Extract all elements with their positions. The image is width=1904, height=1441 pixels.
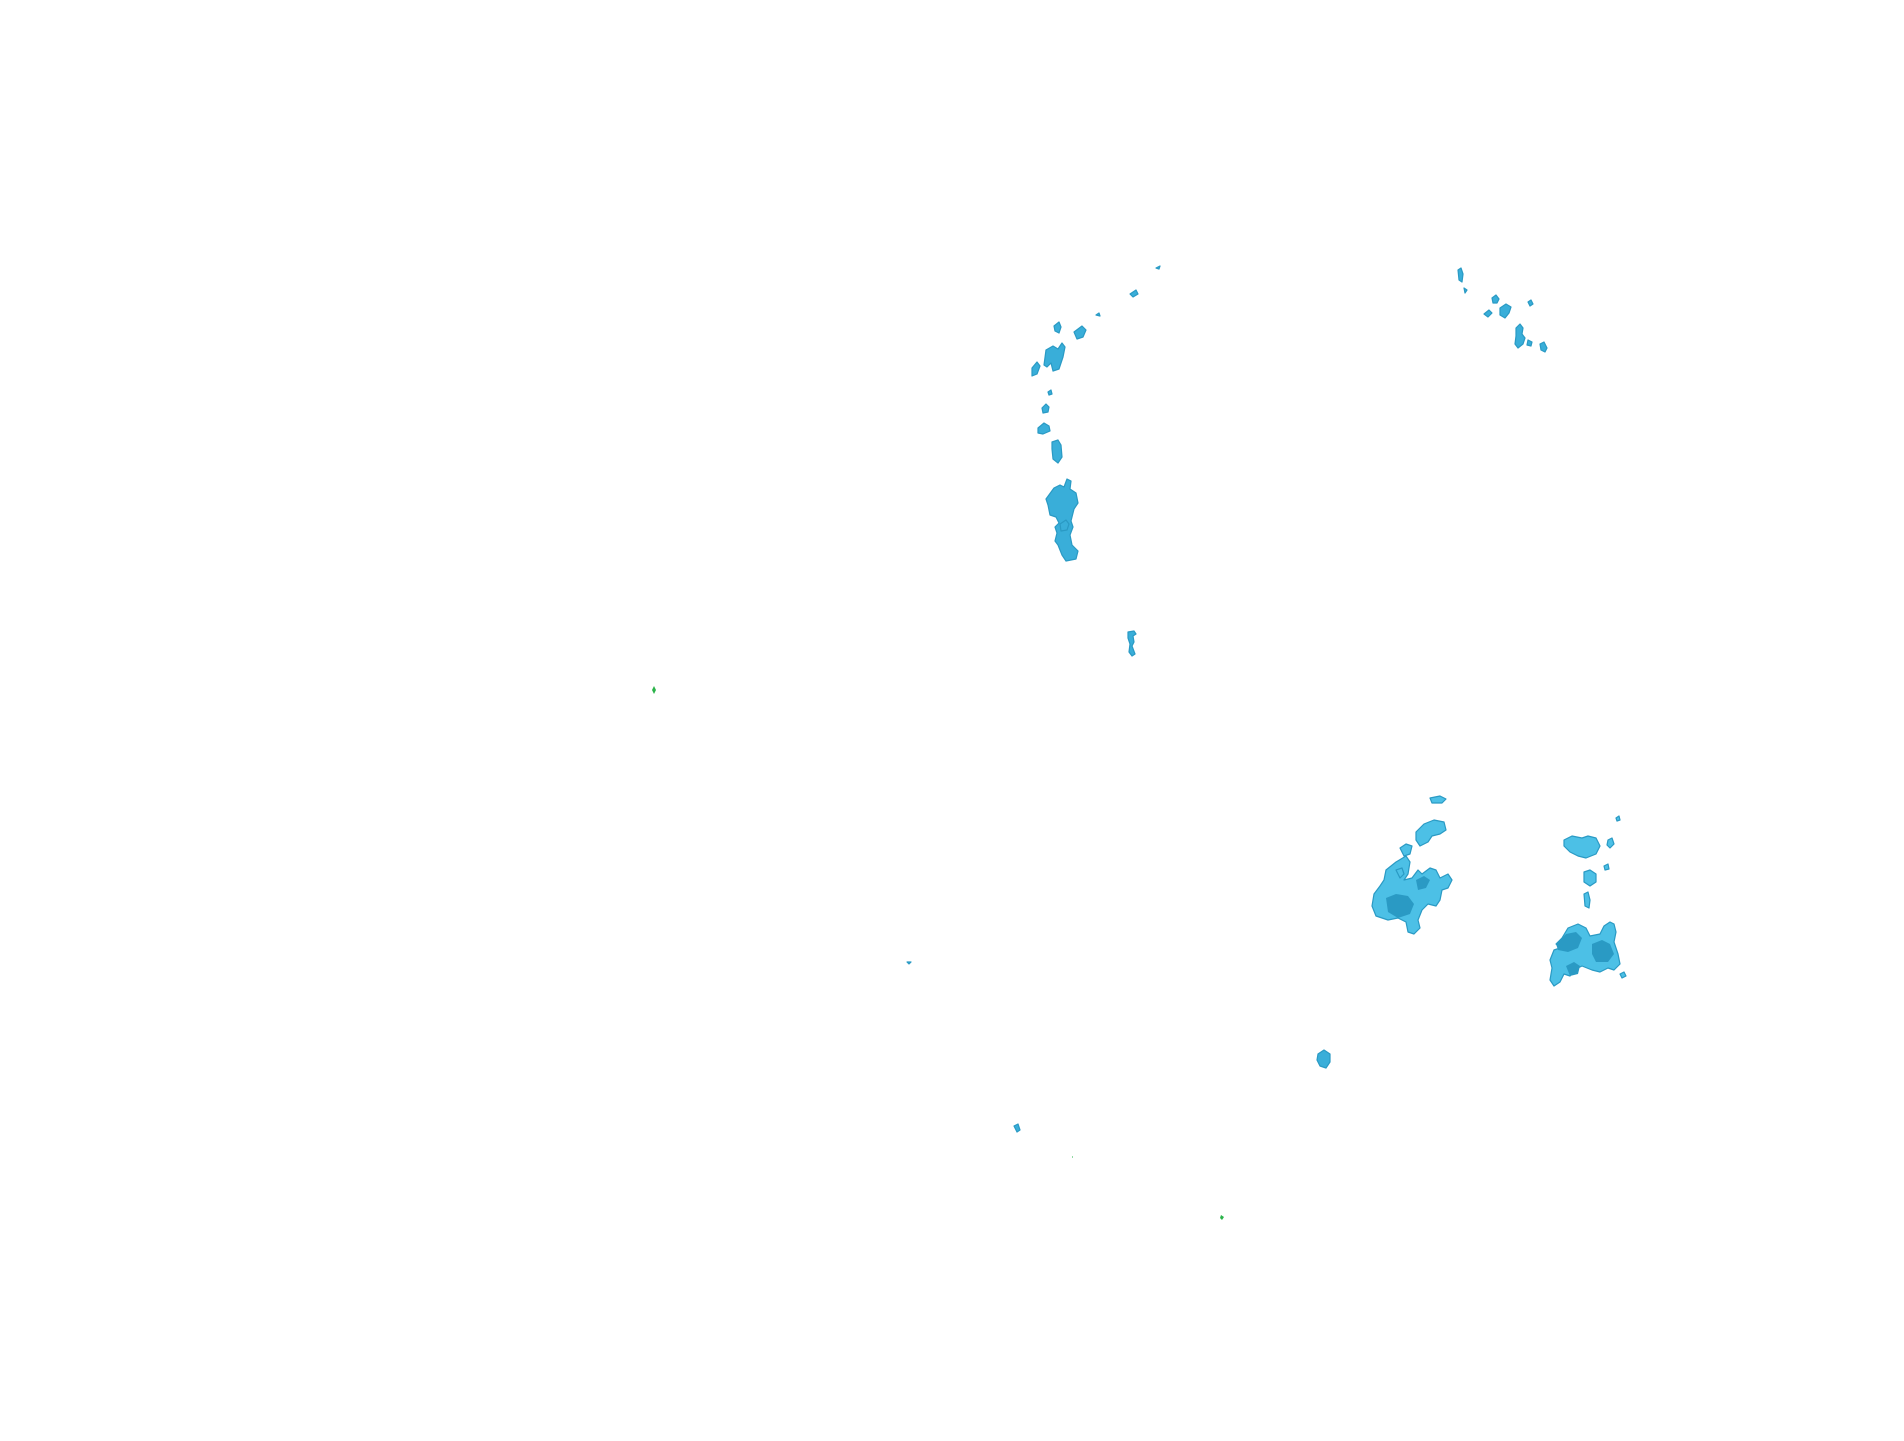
echo-group-center-fleck	[1127, 630, 1137, 657]
echo-group-southeast-cell-west-core	[1386, 876, 1430, 918]
echo-group-northwest-band	[1031, 265, 1161, 562]
echo-group-southeast-cell-east-core	[1556, 932, 1614, 976]
echo-group-southeast-cell-west	[1371, 795, 1453, 935]
echo-group-northeast-cluster	[1457, 267, 1548, 353]
echo-group-trace-points	[652, 686, 1224, 1220]
echo-group-south-flecks	[906, 961, 1331, 1133]
